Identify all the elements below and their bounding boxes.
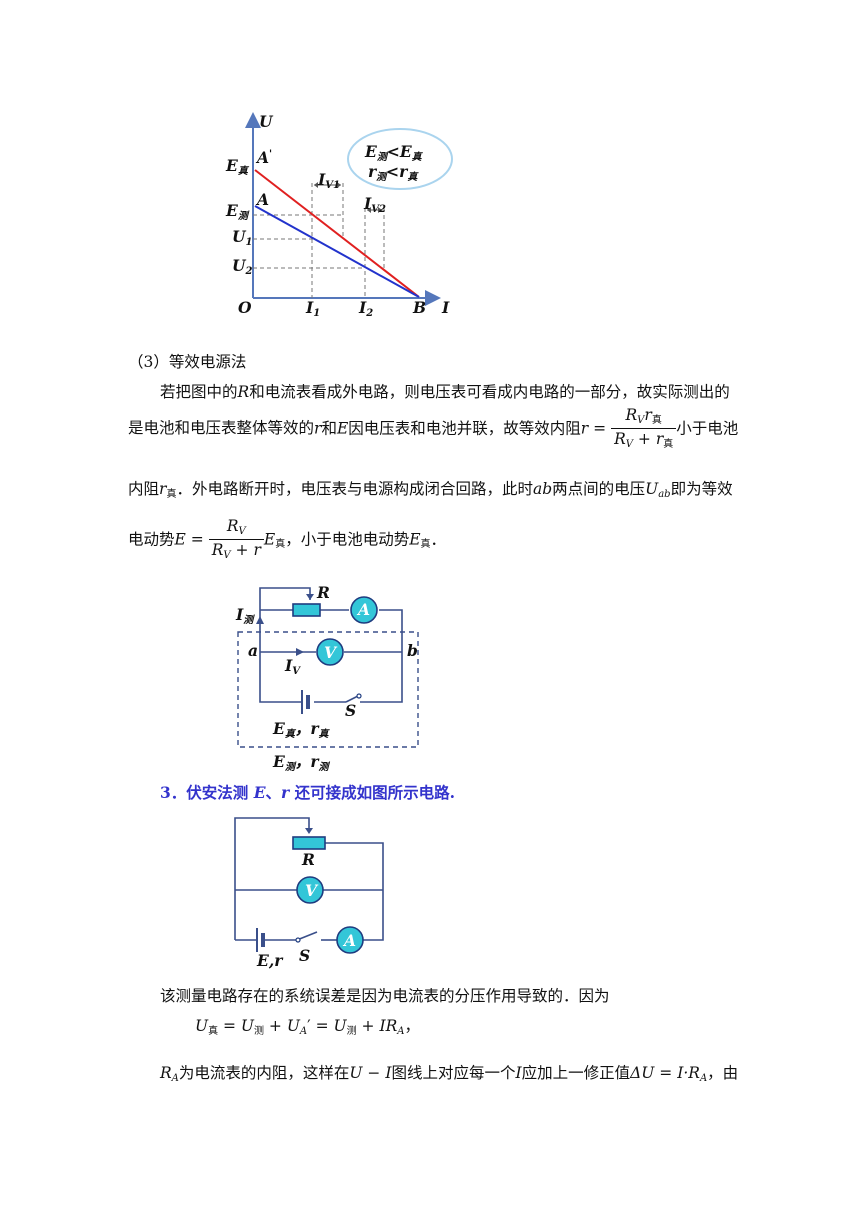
fig2-voltmeter-label: V <box>324 643 337 662</box>
fig2-a-label: a <box>248 641 259 660</box>
i1-label: I1 <box>306 298 321 319</box>
voltmeter <box>296 876 324 904</box>
iv2-label: IV2 <box>364 194 386 215</box>
comparison-bubble <box>347 128 453 190</box>
fig2-iv-label: IV <box>285 656 301 677</box>
i2-label: I2 <box>359 298 374 319</box>
ammeter <box>336 926 364 954</box>
a-label: A <box>257 190 270 209</box>
paragraph-line-1: 若把图中的R和电流表看成外电路，则电压表可看成内电路的一部分，故实际测出的 <box>160 383 730 401</box>
paragraph-line-3: 内阻r真．外电路断开时，电压表与电源构成闭合回路，此时ab两点间的电压Uab即为… <box>128 480 733 500</box>
bubble-line-1: E测<E真 <box>365 142 422 163</box>
circuit-diagram-2 <box>234 817 384 954</box>
fig2-imeas-label: I测 <box>236 605 254 626</box>
error-paragraph: 该测量电路存在的系统误差是因为电流表的分压作用导致的．因为 <box>160 987 610 1005</box>
ammeter <box>350 596 378 624</box>
fig3-switch-label: S <box>299 946 311 965</box>
origin-label: O <box>238 298 252 317</box>
e-meas-label: E测 <box>226 201 248 222</box>
fig2-outer-source-label: E测，r测 <box>273 752 329 773</box>
fig3-ammeter-label: A <box>344 931 357 950</box>
voltage-equation: U真 = U测 + UA′ = U测 + IRA， <box>195 1017 420 1037</box>
correction-paragraph: RA为电流表的内阻，这样在U − I图线上对应每一个I应加上一修正值ΔU = I… <box>160 1064 739 1084</box>
u1-label: U1 <box>232 227 253 248</box>
fig3-source-label: E,r <box>257 951 283 970</box>
u2-label: U2 <box>232 256 253 277</box>
u-axis-label: U <box>259 112 273 131</box>
b-label: B <box>413 298 427 317</box>
a-prime-label: A' <box>257 148 273 167</box>
circuit-diagram-1 <box>237 587 419 748</box>
bubble-line-2: r测<r真 <box>368 162 418 183</box>
measured-line <box>254 205 420 298</box>
i-axis-label: I <box>442 298 450 317</box>
ui-graph <box>245 112 453 306</box>
fig2-switch-label: S <box>345 701 357 720</box>
fig3-r-label: R <box>302 850 315 869</box>
e-true-label: E真 <box>226 156 248 177</box>
fig2-inner-source-label: E真，r真 <box>273 719 329 740</box>
fig2-r-label: R <box>317 583 330 602</box>
section-heading: （3）等效电源法 <box>128 353 247 371</box>
iv1-label: IV1 <box>318 170 340 191</box>
rheostat <box>292 836 326 850</box>
fig2-ammeter-label: A <box>358 600 371 619</box>
rheostat <box>292 603 321 617</box>
fig3-voltmeter-label: V <box>305 881 318 900</box>
method-heading: 3．伏安法测 E、r 还可接成如图所示电路. <box>160 783 456 802</box>
voltmeter <box>316 638 344 666</box>
true-line <box>254 169 420 298</box>
fig2-b-label: b <box>407 641 418 660</box>
